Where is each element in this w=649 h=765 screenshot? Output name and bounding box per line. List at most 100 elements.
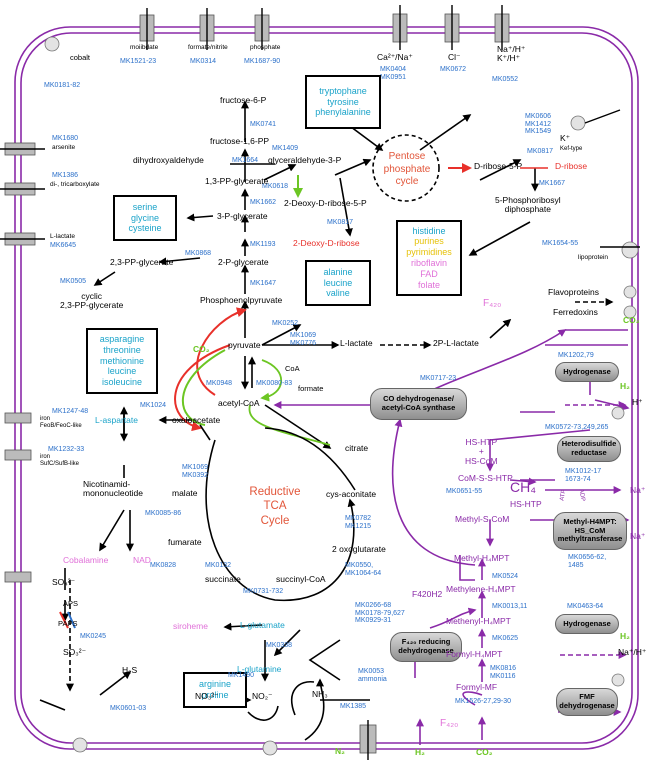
formyl-h4mpt: Formyl-H₄MPT: [446, 649, 503, 659]
aps: APS: [63, 599, 79, 608]
serine-3: cysteine: [128, 223, 162, 234]
hs-htp-hs-com: HS-HTP + HS-CoM: [465, 437, 498, 466]
co2-input: CO₂: [476, 747, 493, 757]
sodium-proton-gene-id: MK0552: [492, 76, 519, 83]
mk1409-label: MK1409: [272, 145, 299, 152]
hs-htp: HS-HTP: [510, 499, 542, 509]
methyl-s-com: Methyl-S-CoM: [455, 514, 510, 524]
molybdate-label: moiibdate: [130, 44, 159, 51]
mk0550-label: MK0550, MK1064-64: [345, 562, 382, 577]
mk0817-deoxy: MK0817: [327, 219, 354, 226]
phosphate-label: phosphate: [250, 44, 281, 51]
mk0656-label: MK0656-62, 1485: [568, 554, 607, 569]
h2-top: H₂: [620, 381, 630, 391]
arsenite-gene-id: MK1680: [52, 135, 79, 142]
siroheme: siroheme: [173, 621, 208, 631]
sulfate: SO₄²⁻: [52, 577, 76, 587]
mk0252-label: MK0252: [272, 320, 299, 327]
nucleo-folate: folate: [417, 279, 441, 290]
potassium-gene-id: MK0606 MK1412 MK1549: [525, 113, 552, 136]
pyruvate: pyruvate: [228, 340, 261, 350]
mk0816-label: MK0816 MK0116: [490, 665, 517, 680]
hydrogenase-bottom: Hydrogenase: [555, 614, 619, 634]
f420-reducing-dehydrogenase: F₄₂₀ reducing dehydrogenase: [390, 632, 462, 662]
l-lactate: L-lactate: [340, 338, 373, 348]
mk0817-ribose: MK0817: [527, 148, 554, 155]
nucleo-fad: FAD: [420, 268, 438, 279]
alanine-1: alanine: [323, 266, 353, 277]
na-h-exchange: Na⁺/H⁺: [618, 647, 647, 657]
coa-label: CoA: [285, 364, 300, 373]
mk0013-label: MK0013,11: [492, 603, 528, 610]
asparagine-1: asparagine: [99, 334, 145, 344]
heterodisulfide-reductase: Heterodisulfide reductase: [557, 436, 621, 462]
mk0731-label: MK0731-732: [243, 588, 284, 595]
calcium-sodium-label: Ca²⁺/Na⁺: [377, 52, 413, 62]
mk0505-label: MK0505: [60, 278, 87, 285]
formate-nitrite-label: formate/nitrite: [188, 44, 228, 51]
mk0717-label: MK0717-23: [420, 375, 457, 382]
mk0572-label: MK0572-73,249,265: [545, 424, 609, 431]
5-phosphoribosyl-diphosphate: 5-Phosphoribosyl diphosphate: [495, 195, 561, 215]
serine-2: glycine: [130, 212, 159, 223]
cell-membrane-outer: [14, 26, 639, 750]
mk0053-label: MK0053 ammonia: [358, 668, 387, 683]
chloride-gene-id: MK0672: [440, 66, 467, 73]
formate-label: formate: [298, 384, 324, 393]
co2-right: CO₂: [623, 315, 640, 325]
mk0625-label: MK0625: [492, 635, 519, 642]
l-aspartate: L-aspartate: [95, 415, 138, 425]
mk1490-label: MK1490: [228, 672, 255, 679]
mk1667-label: MK1667: [539, 180, 566, 187]
asparagine-3: methionine: [99, 355, 145, 366]
co2-pyruvate: CO₂: [193, 344, 210, 354]
fructose-6-p: fructose-6-P: [220, 95, 267, 105]
h-plus: H⁺: [632, 397, 643, 407]
aromatic-1: tryptophane: [319, 85, 367, 96]
asparagine-5: isoleucine: [101, 377, 143, 388]
d-ribose-5-p: D-ribose-5-P: [474, 161, 523, 171]
dicarboxylate-label: di-, tricarboxylate: [50, 181, 100, 188]
aromatic-amino-acids-box: tryptophane tyrosine phenylalanine: [305, 75, 381, 129]
arginine-2: proline: [201, 690, 229, 700]
potassium-label: K⁺: [560, 133, 571, 143]
cobalt-label: cobalt: [70, 53, 91, 62]
sufc-gene-id: MK1232-33: [48, 446, 85, 453]
alanine-box: alanine leucine valine: [305, 260, 371, 306]
phosphoenolpyruvate: Phosphoenolpyruvate: [200, 295, 283, 305]
co-dehydrogenase: CO dehydrogenase/ acetyl-CoA synthase: [370, 388, 467, 420]
serine-box: serine glycine cysteine: [113, 195, 177, 241]
nucleotide-box: histidine purines pyrimidines riboflavin…: [396, 220, 462, 296]
glyceraldehyde-3-p: glyceraldehyde-3-P: [268, 155, 342, 165]
nucleo-riboflavin: riboflavin: [410, 258, 448, 268]
aromatic-3: phenylalanine: [315, 107, 371, 118]
pentose-phosphate-cycle: Pentose phosphate cycle: [383, 151, 431, 187]
calcium-gene-id: MK0404 MK0951: [380, 66, 407, 81]
formate-gene-id: MK0314: [190, 58, 217, 65]
3-p-glycerate: 3-P-glycerate: [217, 211, 268, 221]
mk1664-label: MK1664: [232, 157, 259, 164]
mk1069-label: MK1069 MK0776: [290, 332, 317, 347]
mk1654-label: MK1654-55: [542, 240, 579, 247]
feob-gene-id: MK1247-48: [52, 408, 89, 415]
feob-label: iron FeoB/FeoC-like: [40, 416, 82, 429]
citrate: citrate: [345, 443, 369, 453]
sodium-ion-2: Na⁺: [630, 531, 646, 541]
methyltransferase: Methyl-H4MPT: HS_CoM methyltransferase: [553, 512, 627, 550]
nucleo-pyrimidines: pyrimidines: [406, 247, 452, 258]
n2: N₂: [335, 746, 345, 756]
succinyl-coa: succinyl-CoA: [276, 574, 326, 584]
mk1193-label: MK1193: [250, 241, 276, 248]
chloride-label: Cl⁻: [448, 52, 461, 62]
methenyl-h4mpt: Methenyl-H₄MPT: [446, 616, 511, 626]
dicarboxylate-gene-id: MK1386: [52, 172, 79, 179]
reductive-tca-cycle: Reductive TCA Cycle: [249, 486, 301, 527]
mk0085-label: MK0085-86: [145, 510, 182, 517]
f420h2: F420H2: [412, 589, 443, 599]
mk1526-label: MK1526-27,29-30: [455, 698, 512, 705]
cobalamine: Cobalamine: [63, 555, 109, 565]
mk1647-label: MK1647: [250, 280, 277, 287]
nitrite: NO₂⁻: [252, 691, 273, 701]
cobalt-gene-id: MK0181-82: [44, 82, 81, 89]
